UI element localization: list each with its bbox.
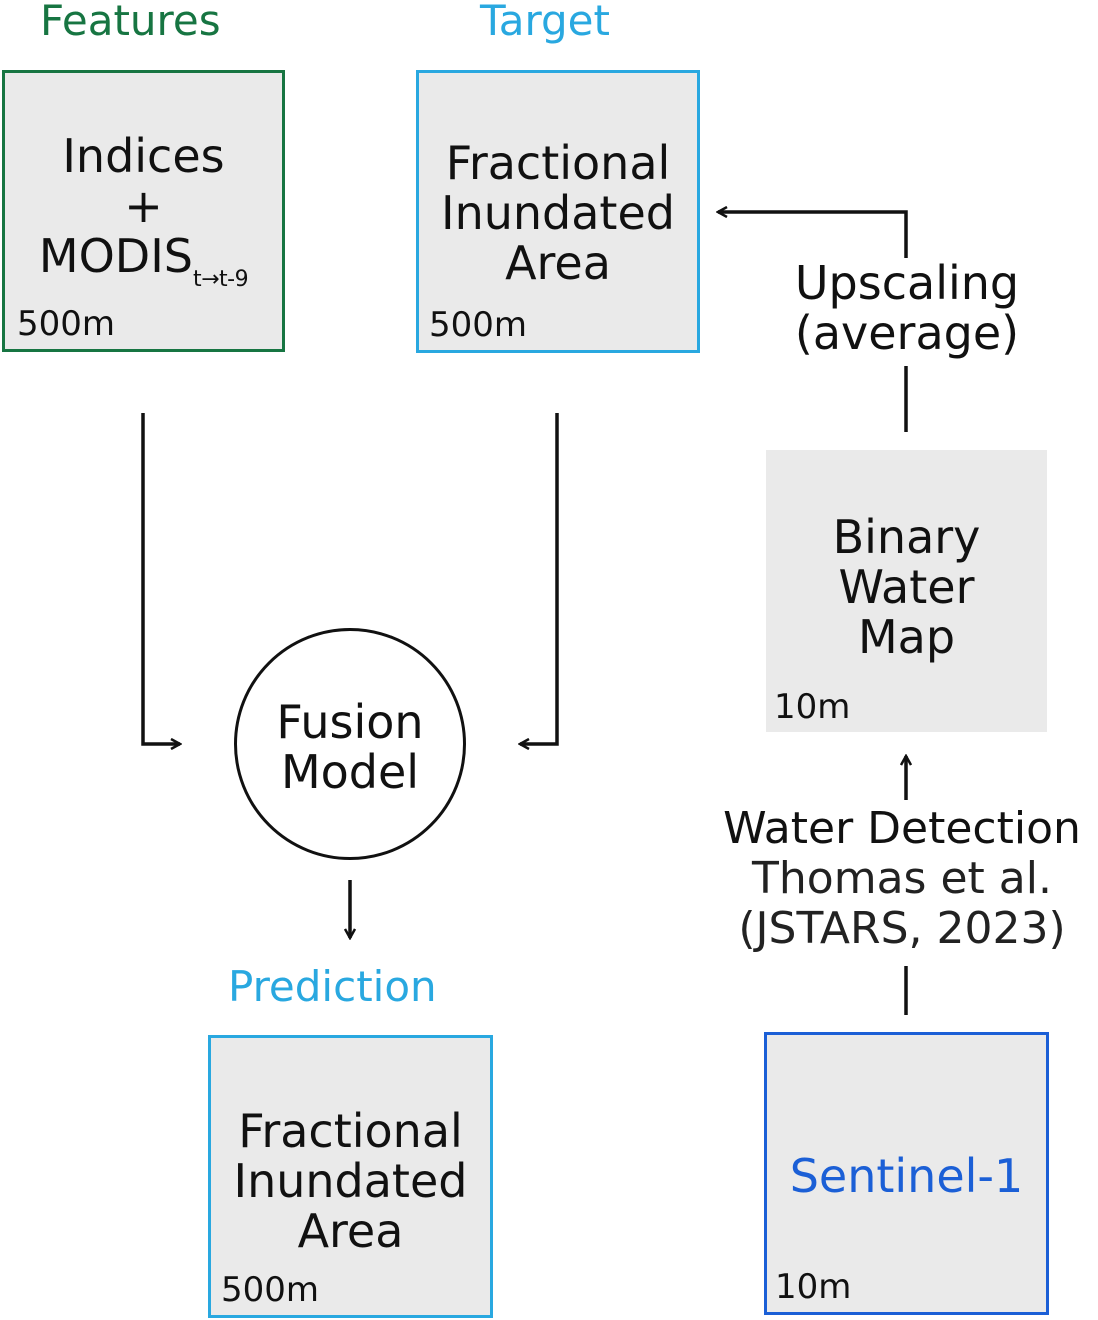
prediction-resolution: 500m xyxy=(221,1270,320,1310)
prediction-line-1: Fractional xyxy=(238,1104,463,1158)
target-heading: Target xyxy=(480,0,610,45)
sentinel-resolution: 10m xyxy=(775,1267,852,1307)
upscaling-line-2: (average) xyxy=(794,306,1020,360)
fusion-line-1: Fusion xyxy=(276,695,424,749)
sentinel-box: Sentinel-1 10m xyxy=(764,1032,1049,1315)
fusion-line-2: Model xyxy=(280,745,420,799)
modis-subscript: t→t-9 xyxy=(192,267,249,292)
prediction-box-label: Fractional Inundated Area xyxy=(211,1106,490,1256)
prediction-box: Fractional Inundated Area 500m xyxy=(208,1035,493,1318)
modis-text: MODIS xyxy=(38,229,193,283)
prediction-heading: Prediction xyxy=(228,962,437,1011)
target-line-2: Inundated xyxy=(441,186,675,240)
upscaling-line-1: Upscaling xyxy=(794,256,1020,310)
fusion-model-circle: Fusion Model xyxy=(234,628,466,860)
features-box-label: Indices + MODISt→t-9 xyxy=(5,131,282,305)
citation-line-1: Thomas et al. xyxy=(752,853,1052,904)
target-line-3: Area xyxy=(505,236,611,290)
water-detection-label: Water Detection Thomas et al. (JSTARS, 2… xyxy=(706,804,1098,954)
features-resolution: 500m xyxy=(17,304,116,344)
target-box: Fractional Inundated Area 500m xyxy=(416,70,700,353)
prediction-line-3: Area xyxy=(297,1204,404,1258)
features-to-fusion-arrow xyxy=(141,413,180,744)
indices-label: Indices xyxy=(62,129,225,183)
target-box-label: Fractional Inundated Area xyxy=(419,138,697,288)
features-heading: Features xyxy=(40,0,221,45)
citation-line-2: (JSTARS, 2023) xyxy=(738,903,1066,954)
binary-map-resolution: 10m xyxy=(774,687,851,727)
water-detection-title: Water Detection xyxy=(723,803,1081,854)
binary-water-map-label: Binary Water Map xyxy=(766,512,1047,662)
fusion-model-label: Fusion Model xyxy=(237,697,463,797)
modis-label: MODISt→t-9 xyxy=(5,231,282,305)
upscaling-to-target-arrow xyxy=(718,212,908,258)
binary-line-1: Binary xyxy=(832,510,981,564)
binary-water-map-box: Binary Water Map 10m xyxy=(766,450,1047,732)
features-box: Indices + MODISt→t-9 500m xyxy=(2,70,285,352)
target-line-1: Fractional xyxy=(445,136,671,190)
prediction-line-2: Inundated xyxy=(233,1154,468,1208)
target-to-fusion-arrow xyxy=(520,413,559,744)
plus-sign: + xyxy=(124,179,163,233)
binary-line-2: Water xyxy=(838,560,975,614)
sentinel-label: Sentinel-1 xyxy=(789,1149,1024,1203)
upscaling-label: Upscaling (average) xyxy=(766,258,1048,358)
binary-line-3: Map xyxy=(857,610,956,664)
target-resolution: 500m xyxy=(429,305,528,345)
